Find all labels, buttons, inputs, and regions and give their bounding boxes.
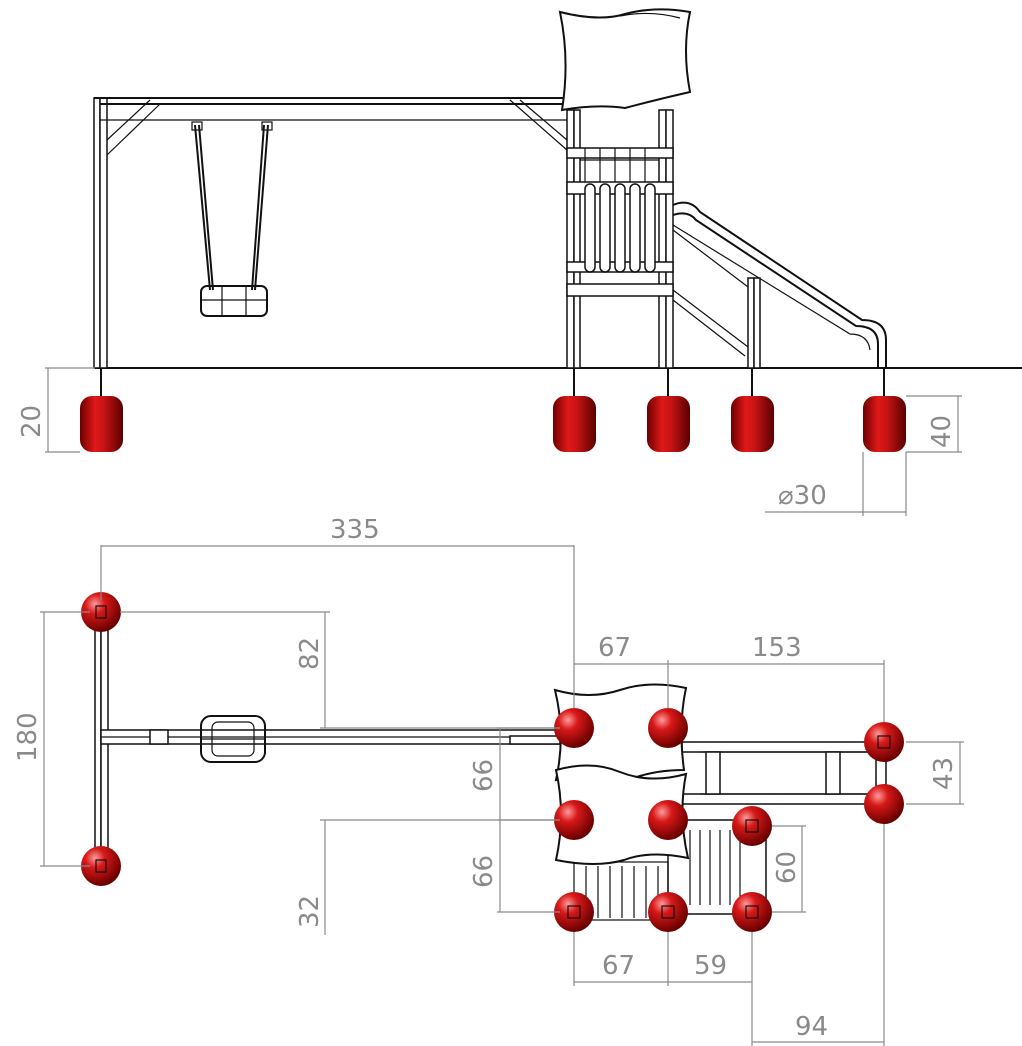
dim-seat-offset: 32 xyxy=(295,895,325,928)
footing-cylinder xyxy=(553,396,596,452)
footing-ball xyxy=(648,800,688,840)
footing-cylinder xyxy=(863,396,906,452)
footing-cylinder xyxy=(80,396,123,452)
footing-ball xyxy=(648,708,688,748)
footing-ball xyxy=(81,592,121,632)
footing-ball xyxy=(554,892,594,932)
footing-ball xyxy=(648,892,688,932)
swing-seat-plan xyxy=(200,715,266,763)
tower-roof-plan xyxy=(553,683,690,865)
side-dimensions: 20 40 ⌀30 xyxy=(17,367,962,516)
dim-tower-width-bottom: 67 xyxy=(602,951,635,981)
top-footings xyxy=(81,592,904,932)
footing-cylinder xyxy=(731,396,774,452)
dim-footing-height: 40 xyxy=(927,415,957,448)
dim-post-embed-depth: 20 xyxy=(17,405,47,438)
dim-slide-length: 153 xyxy=(752,633,802,663)
dim-swing-frame-width: 180 xyxy=(13,712,43,762)
dim-ladder-width: 59 xyxy=(694,951,727,981)
slide-plan xyxy=(681,737,887,809)
dim-tower-depth-lower: 66 xyxy=(469,855,499,888)
dim-tower-width-top: 67 xyxy=(598,633,631,663)
footing-ball xyxy=(864,722,904,762)
dim-tower-depth-upper: 66 xyxy=(469,759,499,792)
side-view: 20 40 ⌀30 xyxy=(17,8,1022,516)
footing-cylinder xyxy=(647,396,690,452)
footing-ball xyxy=(554,708,594,748)
top-dimensions: 335 180 82 32 66 66 xyxy=(13,515,964,1046)
footing-ball xyxy=(732,806,772,846)
dim-ladder-to-slide: 94 xyxy=(795,1012,828,1042)
footing-ball xyxy=(554,800,594,840)
play-tower xyxy=(558,8,753,369)
dim-slide-width: 43 xyxy=(929,757,959,790)
swing-frame xyxy=(93,97,572,369)
top-view: 335 180 82 32 66 66 xyxy=(13,515,964,1046)
dim-swing-to-tower: 335 xyxy=(330,515,380,545)
dim-ladder-depth: 60 xyxy=(772,851,802,884)
footing-ball xyxy=(81,846,121,886)
swing-frame-plan xyxy=(94,609,562,873)
swing-seat xyxy=(191,121,273,317)
slide xyxy=(672,201,887,369)
footing-ball xyxy=(732,892,772,932)
dim-beam-offset: 82 xyxy=(295,637,325,670)
dim-footing-diameter: ⌀30 xyxy=(778,481,827,511)
side-footings xyxy=(80,368,906,452)
footing-ball xyxy=(864,784,904,824)
